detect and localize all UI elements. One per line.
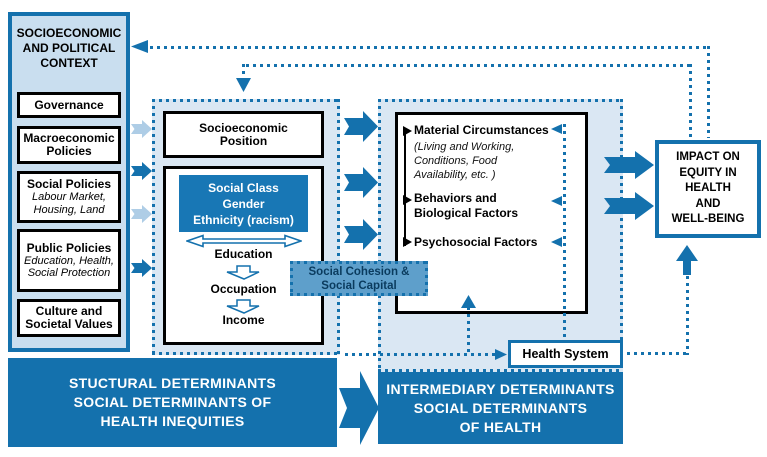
feedback-arrowhead-left-icon: [551, 237, 562, 247]
feedback-line-top-inner: [246, 64, 692, 67]
ladder-income: Income: [222, 313, 265, 327]
context-box-label: Macroeconomic Policies: [23, 131, 115, 158]
flow-arrow-icon: [604, 192, 654, 220]
flow-arrow-icon: [344, 111, 378, 142]
exchange-arrow-light-icon: [131, 120, 152, 138]
context-box-label: Governance: [34, 97, 104, 112]
bullet-arrow-icon: [403, 237, 412, 247]
context-box-sublabel: Education, Health, Social Protection: [24, 254, 114, 280]
bullet-arrow-icon: [403, 126, 412, 136]
context-box-sublabel: Labour Market, Housing, Land: [32, 191, 106, 216]
psychosocial-factors-label: Psychosocial Factors: [414, 235, 538, 249]
banner-line: OF HEALTH: [459, 418, 542, 435]
social-class-line: Social Class: [208, 180, 279, 195]
factors-bracket-line: [404, 130, 406, 246]
health-system-feedback-line: [563, 124, 566, 342]
social-class-line: Ethnicity (racism): [193, 212, 294, 227]
impact-box: IMPACT ON EQUITY IN HEALTH AND WELL-BEIN…: [655, 140, 761, 238]
socioeconomic-position-box: Socioeconomic Position: [163, 111, 324, 158]
health-system-to-impact-riser: [686, 276, 689, 355]
feedback-arrowhead-left-icon: [551, 124, 562, 134]
impact-up-arrow-icon: [676, 245, 698, 275]
material-circumstances-title: Material Circumstances: [414, 123, 549, 137]
flow-arrow-icon: [604, 151, 654, 179]
context-box-label: Culture and Societal Values: [25, 304, 113, 331]
exchange-arrow-dark-icon: [131, 259, 152, 277]
feedback-arrowhead-down-icon: [236, 78, 251, 92]
context-box-social-policies: Social Policies Labour Market, Housing, …: [17, 171, 121, 223]
sep-line: Socioeconomic: [199, 120, 288, 135]
banner-line: SOCIAL DETERMINANTS: [413, 399, 588, 416]
material-detail-line: (Living and Working,: [414, 141, 515, 153]
ladder-occupation: Occupation: [210, 282, 277, 296]
feedback-line-to-structural: [242, 64, 245, 80]
context-panel-title: SOCIOECONOMIC AND POLITICAL CONTEXT: [8, 26, 130, 71]
sep-line: Position: [219, 133, 268, 148]
behaviors-line: Biological Factors: [414, 205, 519, 220]
context-box-label: Social Policies: [26, 177, 112, 191]
feedback-arrowhead-right-icon: [495, 349, 507, 360]
banner-line: SOCIAL DETERMINANTS OF: [73, 394, 272, 410]
bullet-arrow-icon: [403, 195, 412, 205]
structural-determinants-banner: STUCTURAL DETERMINANTS SOCIAL DETERMINAN…: [8, 358, 337, 447]
social-cohesion-box: Social Cohesion & Social Capital: [290, 261, 428, 296]
impact-line: IMPACT ON: [676, 151, 740, 164]
cohesion-line: Social Cohesion &: [308, 265, 410, 278]
banner-flow-arrow-icon: [339, 371, 379, 445]
social-class-line: Gender: [222, 196, 265, 211]
feedback-arrowhead-up-icon: [461, 295, 476, 308]
behaviors-factors-label: Behaviors and Biological Factors: [414, 191, 518, 220]
intermediary-determinants-banner: INTERMEDIARY DETERMINANTS SOCIAL DETERMI…: [378, 372, 623, 444]
health-system-to-factors-line: [467, 307, 470, 353]
context-title-line: AND POLITICAL: [22, 41, 116, 55]
flow-arrow-icon: [344, 219, 378, 250]
exchange-arrow-light-icon: [131, 205, 152, 223]
material-detail-line: Availability, etc. ): [414, 169, 496, 181]
banner-line: HEALTH INEQUITIES: [100, 413, 245, 429]
exchange-arrow-dark-icon: [131, 162, 152, 180]
double-headed-arrow-icon: [186, 234, 302, 248]
context-box-label: Public Policies: [26, 240, 112, 255]
context-box-culture-values: Culture and Societal Values: [17, 299, 121, 337]
feedback-line-top-outer: [150, 46, 710, 49]
step-down-arrow-icon: [226, 265, 260, 280]
feedback-arrowhead-left-icon: [551, 196, 562, 206]
impact-line: HEALTH: [685, 182, 731, 195]
context-title-line: CONTEXT: [40, 56, 98, 70]
flow-arrow-icon: [344, 167, 378, 198]
material-detail-line: Conditions, Food: [414, 155, 498, 167]
banner-line: INTERMEDIARY DETERMINANTS: [386, 380, 615, 397]
material-circumstances-detail: (Living and Working, Conditions, Food Av…: [414, 140, 514, 182]
ladder-education: Education: [214, 247, 273, 261]
impact-line: WELL-BEING: [671, 213, 745, 226]
feedback-line-top-inner-drop: [689, 64, 692, 138]
cohesion-line: Social Capital: [321, 279, 397, 292]
feedback-line-top-outer-drop: [707, 46, 710, 138]
feedback-arrowhead-left-icon: [131, 40, 148, 53]
banner-line: STUCTURAL DETERMINANTS: [68, 375, 276, 391]
social-class-box: Social Class Gender Ethnicity (racism): [179, 175, 308, 232]
context-box-public-policies: Public Policies Education, Health, Socia…: [17, 229, 121, 292]
step-down-arrow-icon: [226, 299, 260, 314]
context-box-macroeconomic-policies: Macroeconomic Policies: [17, 126, 121, 164]
context-title-line: SOCIOECONOMIC: [16, 26, 122, 40]
context-box-governance: Governance: [17, 92, 121, 118]
impact-line: AND: [695, 197, 721, 210]
health-system-label: Health System: [522, 347, 609, 361]
position-to-health-system-line: [345, 353, 496, 356]
health-system-box: Health System: [508, 340, 623, 368]
behaviors-line: Behaviors and: [414, 191, 497, 205]
health-system-to-impact-line: [627, 352, 689, 355]
impact-line: EQUITY IN: [679, 166, 737, 179]
